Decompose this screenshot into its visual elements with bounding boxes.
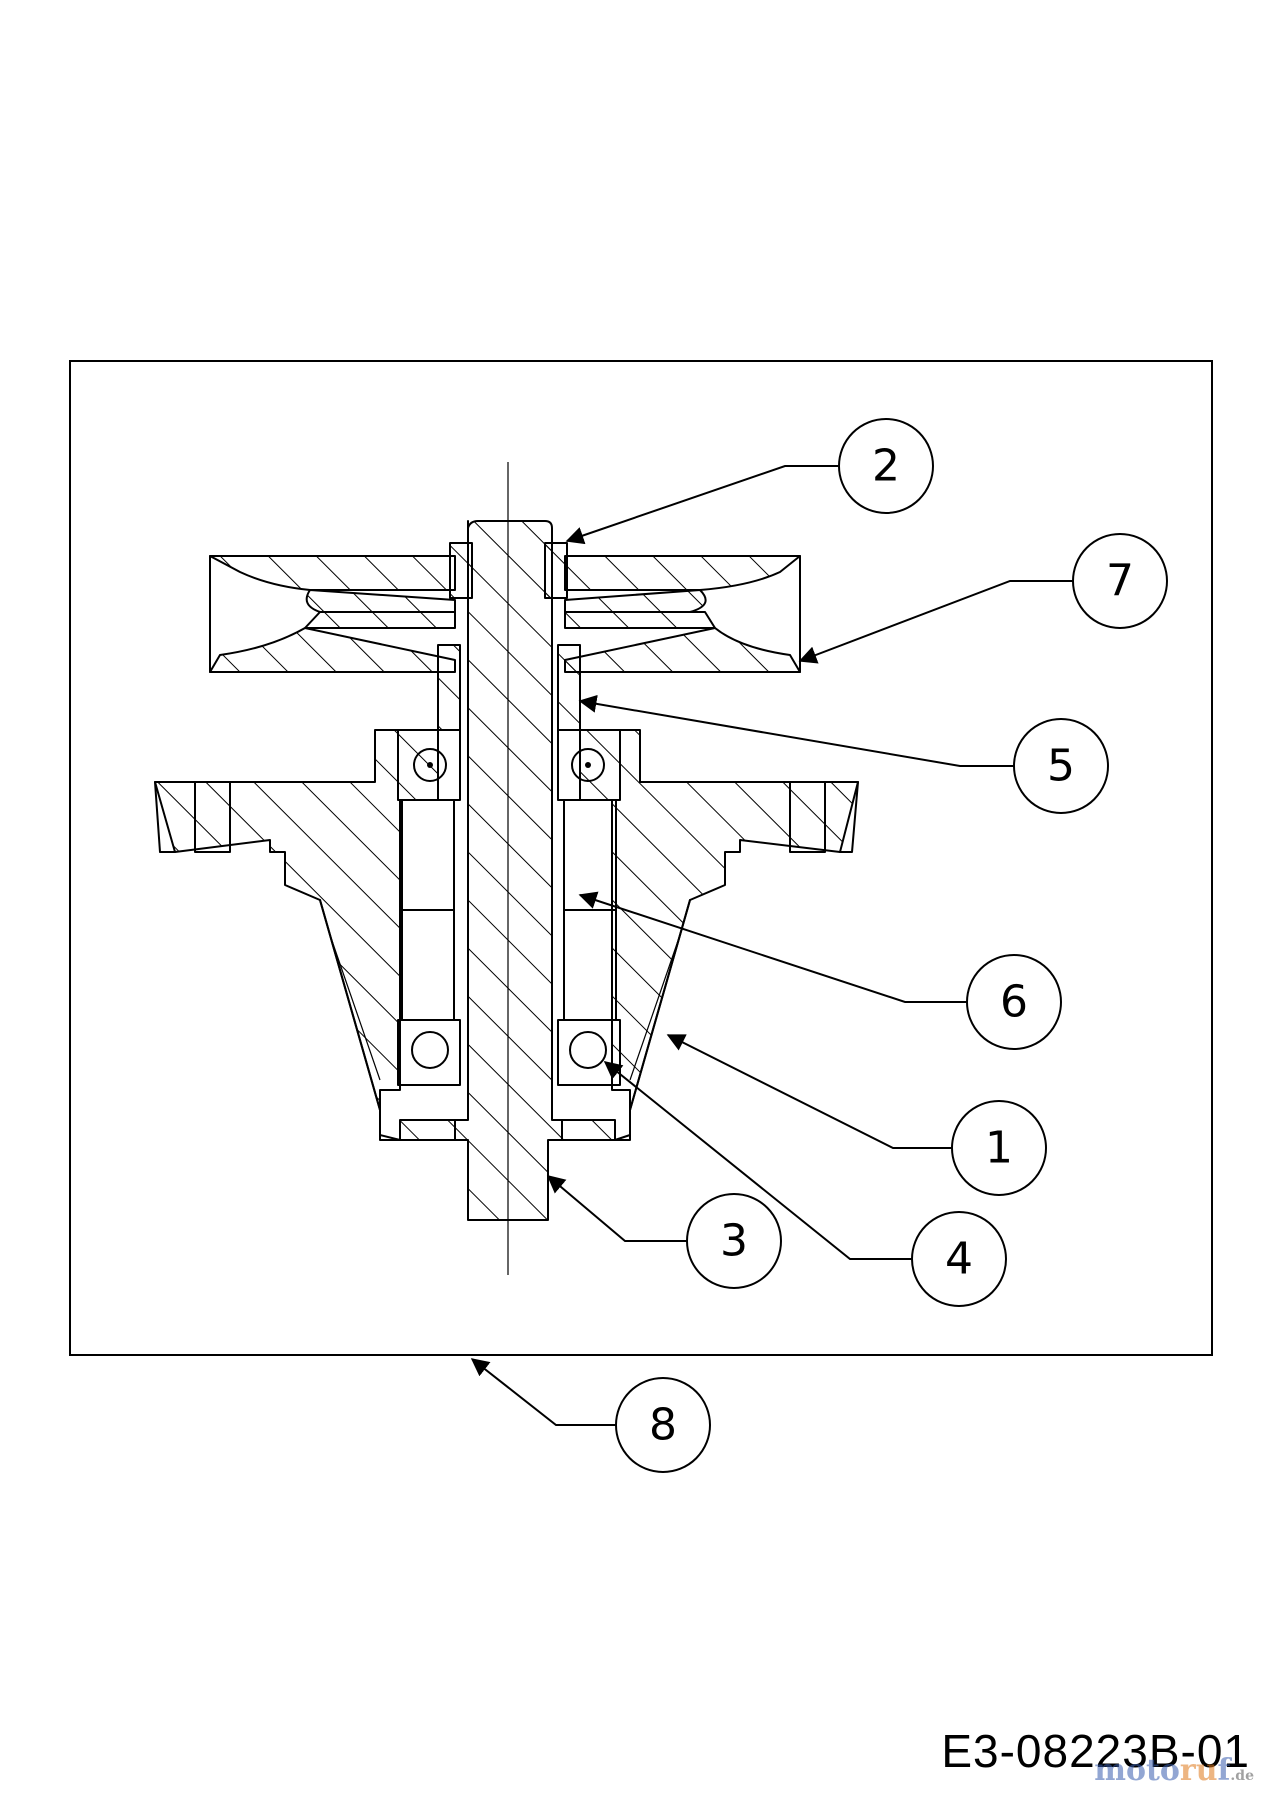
svg-text:4: 4 [945, 1234, 973, 1285]
callout-8: 8 [615, 1377, 711, 1473]
callout-7: 7 [1072, 533, 1168, 629]
spindle-nut [449, 542, 568, 599]
callout-6: 6 [966, 954, 1062, 1050]
svg-text:3: 3 [720, 1216, 748, 1267]
svg-text:7: 7 [1106, 556, 1134, 607]
drawing-id-label: E3-08223B-01 [941, 1725, 1250, 1777]
upper-spacer [437, 644, 581, 731]
svg-text:6: 6 [1000, 977, 1028, 1028]
callout-leaders [470, 465, 1073, 1426]
svg-text:5: 5 [1047, 741, 1075, 792]
callout-2: 2 [838, 418, 934, 514]
assembly-frame [69, 360, 1213, 1356]
svg-text:8: 8 [649, 1400, 677, 1451]
callout-3: 3 [686, 1193, 782, 1289]
callout-1: 1 [951, 1100, 1047, 1196]
callout-5: 5 [1013, 718, 1109, 814]
svg-text:2: 2 [872, 441, 900, 492]
callout-4: 4 [911, 1211, 1007, 1307]
spindle-housing [154, 729, 859, 1141]
pulley [209, 555, 801, 673]
svg-text:1: 1 [985, 1123, 1013, 1174]
watermark-logo: motoruf.de [1094, 1753, 1254, 1788]
bearing-spacer [401, 799, 617, 1021]
